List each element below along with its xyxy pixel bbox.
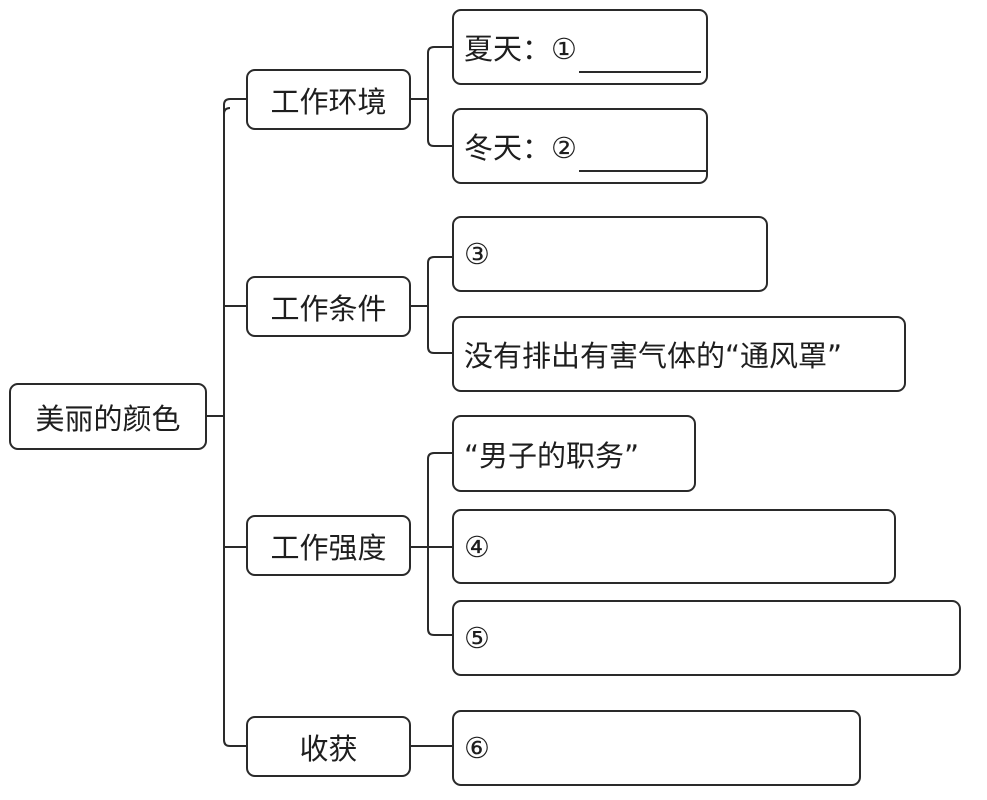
leaf-node-4: ④	[452, 509, 896, 584]
answer-blank-1	[579, 37, 701, 73]
leaf-node-winter: 冬天：②	[452, 108, 708, 184]
leaf-label: “男子的职务”	[464, 438, 640, 473]
branch-node-work-conditions: 工作条件	[246, 276, 411, 337]
leaf-node-ventilation-hood: 没有排出有害气体的“通风罩”	[452, 316, 906, 392]
leaf-label: 夏天：①	[464, 32, 577, 66]
root-node: 美丽的颜色	[9, 383, 207, 450]
leaf-label: ⑥	[464, 731, 490, 765]
branch-label: 收获	[299, 731, 358, 766]
leaf-label: ③	[464, 237, 490, 271]
leaf-node-3: ③	[452, 216, 768, 292]
branch-label: 工作条件	[270, 291, 387, 326]
leaf-label: 冬天：②	[464, 131, 577, 165]
answer-blank-2	[579, 136, 706, 172]
leaf-node-summer: 夏天：①	[452, 9, 708, 85]
branch-label: 工作强度	[270, 530, 387, 565]
branch-1-trunk	[427, 46, 452, 147]
branch-node-harvest: 收获	[246, 716, 411, 777]
leaf-label: ⑤	[464, 621, 490, 655]
root-trunk-line	[223, 98, 231, 740]
branch-node-work-environment: 工作环境	[246, 69, 411, 130]
root-label: 美丽的颜色	[35, 401, 181, 436]
leaf-label: ④	[464, 529, 490, 564]
leaf-label: 没有排出有害气体的“通风罩”	[464, 339, 843, 373]
leaf-node-male-duty: “男子的职务”	[452, 415, 696, 492]
branch-label: 工作环境	[270, 84, 387, 119]
branch-3-trunk	[427, 452, 452, 636]
leaf-node-6: ⑥	[452, 710, 861, 786]
root-trunk	[223, 107, 246, 747]
branch-node-work-intensity: 工作强度	[246, 515, 411, 576]
leaf-node-5: ⑤	[452, 600, 961, 676]
branch-2-trunk	[427, 256, 452, 354]
